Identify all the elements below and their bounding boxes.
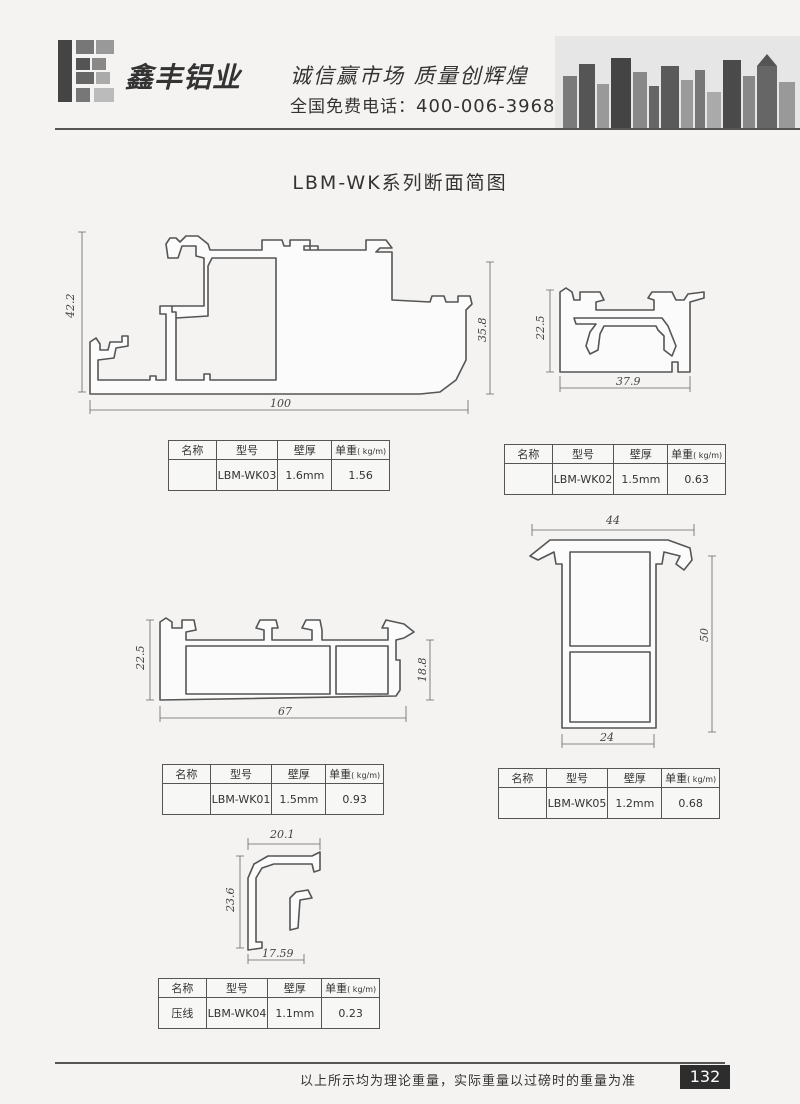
cell-weight: 0.63	[667, 463, 726, 495]
cell-thickness: 1.5mm	[613, 463, 669, 495]
cell-weight: 0.68	[661, 787, 720, 819]
profile-wk05-drawing: 44 50 24	[529, 514, 716, 748]
cell-model: LBM-WK03	[215, 459, 279, 491]
brand-name: 鑫丰铝业	[125, 61, 242, 94]
spec-table-wk02: 名称 型号 壁厚 单重( kg/m) LBM-WK02 1.5mm 0.63	[504, 444, 726, 495]
cell-name	[162, 783, 211, 815]
cell-name	[498, 787, 547, 819]
svg-text:67: 67	[278, 705, 292, 718]
svg-text:37.9: 37.9	[616, 375, 641, 388]
profile-wk02-drawing: 22.5 37.9	[534, 287, 705, 392]
cell-name	[168, 459, 217, 491]
cell-weight: 0.23	[321, 997, 380, 1029]
header-model: 型号	[551, 444, 615, 464]
spec-table-wk05: 名称 型号 壁厚 单重( kg/m) LBM-WK05 1.2mm 0.68	[498, 768, 720, 819]
cell-model: LBM-WK01	[209, 783, 273, 815]
slogan: 诚信赢市场 质量创辉煌	[290, 64, 529, 88]
cell-weight: 1.56	[331, 459, 390, 491]
cell-weight: 0.93	[325, 783, 384, 815]
page-header: 鑫丰铝业 诚信赢市场 质量创辉煌 全国免费电话：400-006-3968	[0, 0, 800, 140]
header-name: 名称	[162, 764, 211, 784]
header-name: 名称	[168, 440, 217, 460]
spec-table-wk01: 名称 型号 壁厚 单重( kg/m) LBM-WK01 1.5mm 0.93	[162, 764, 384, 815]
cell-model: LBM-WK02	[551, 463, 615, 495]
svg-text:42.2: 42.2	[64, 294, 77, 320]
cell-model: LBM-WK04	[205, 997, 269, 1029]
svg-text:22.5: 22.5	[534, 316, 547, 342]
page-title: LBM-WK系列断面简图	[292, 172, 508, 194]
city-skyline-image	[555, 36, 800, 128]
header-name: 名称	[504, 444, 553, 464]
header-weight: 单重( kg/m)	[325, 764, 384, 784]
profile-wk03-drawing: 42.2 35.8 100	[64, 231, 494, 414]
company-logo	[58, 40, 114, 102]
header-name: 名称	[158, 978, 207, 998]
cell-model: LBM-WK05	[545, 787, 609, 819]
svg-text:50: 50	[698, 628, 711, 642]
svg-text:18.8: 18.8	[416, 658, 429, 683]
header-weight: 单重( kg/m)	[667, 444, 726, 464]
footer-rule	[55, 1062, 725, 1064]
profile-wk01-drawing: 22.5 18.8 67	[134, 617, 434, 722]
spec-table-wk03: 名称 型号 壁厚 单重( kg/m) LBM-WK03 1.6mm 1.56	[168, 440, 390, 491]
svg-text:35.8: 35.8	[476, 318, 489, 343]
header-model: 型号	[209, 764, 273, 784]
svg-text:24: 24	[599, 731, 614, 744]
header-name: 名称	[498, 768, 547, 788]
cell-thickness: 1.2mm	[607, 787, 663, 819]
svg-text:44: 44	[605, 514, 620, 527]
header-thickness: 壁厚	[271, 764, 327, 784]
hotline-number: 400-006-3968	[416, 96, 556, 117]
svg-text:22.5: 22.5	[134, 646, 147, 672]
spec-table-wk04: 名称 型号 壁厚 单重( kg/m) 压线 LBM-WK04 1.1mm 0.2…	[158, 978, 380, 1029]
cell-thickness: 1.1mm	[267, 997, 323, 1029]
header-weight: 单重( kg/m)	[661, 768, 720, 788]
header-rule	[55, 128, 800, 130]
svg-text:20.1: 20.1	[269, 828, 295, 841]
header-model: 型号	[545, 768, 609, 788]
svg-text:100: 100	[270, 397, 291, 410]
header-thickness: 壁厚	[267, 978, 323, 998]
cell-name	[504, 463, 553, 495]
header-thickness: 壁厚	[277, 440, 333, 460]
svg-text:23.6: 23.6	[224, 888, 237, 914]
header-model: 型号	[215, 440, 279, 460]
header-thickness: 壁厚	[607, 768, 663, 788]
hotline: 全国免费电话：400-006-3968	[290, 96, 556, 117]
header-weight: 单重( kg/m)	[321, 978, 380, 998]
header-weight: 单重( kg/m)	[331, 440, 390, 460]
header-thickness: 壁厚	[613, 444, 669, 464]
footer-note: 以上所示均为理论重量，实际重量以过磅时的重量为准	[300, 1074, 637, 1089]
page-number: 132	[680, 1065, 730, 1089]
cell-thickness: 1.6mm	[277, 459, 333, 491]
header-model: 型号	[205, 978, 269, 998]
svg-text:17.59: 17.59	[262, 947, 294, 960]
profile-wk04-drawing: 20.1 23.6 17.59	[224, 828, 321, 964]
cell-name: 压线	[158, 997, 207, 1029]
cell-thickness: 1.5mm	[271, 783, 327, 815]
